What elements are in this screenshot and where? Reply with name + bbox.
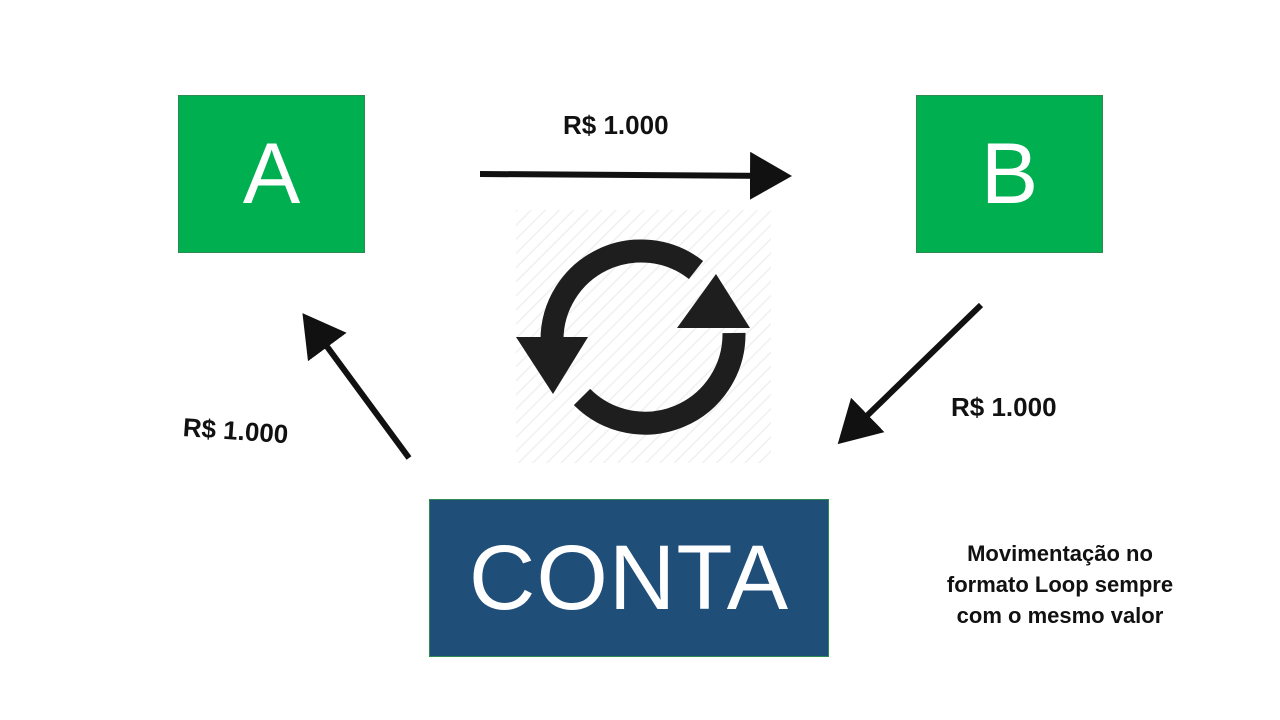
loop-note: Movimentação no formato Loop sempre com … xyxy=(930,538,1190,631)
note-line-2: formato Loop sempre xyxy=(946,572,1174,597)
arrow-conta-to-a xyxy=(302,313,412,460)
arrow-a-to-b xyxy=(479,151,792,200)
node-b: B xyxy=(916,95,1103,253)
note-line-1: Movimentação no xyxy=(967,541,1153,566)
note-line-3: com o mesmo valor xyxy=(956,603,1164,628)
arrow-b-to-conta xyxy=(837,302,984,445)
refresh-loop-icon xyxy=(516,210,771,463)
amount-b-to-conta: R$ 1.000 xyxy=(951,392,1057,422)
node-conta: CONTA xyxy=(429,499,829,657)
node-conta-label: CONTA xyxy=(468,526,790,629)
node-a: A xyxy=(178,95,365,253)
node-b-label: B xyxy=(980,125,1039,222)
node-a-label: A xyxy=(242,125,301,222)
amount-a-to-b: R$ 1.000 xyxy=(563,110,669,140)
